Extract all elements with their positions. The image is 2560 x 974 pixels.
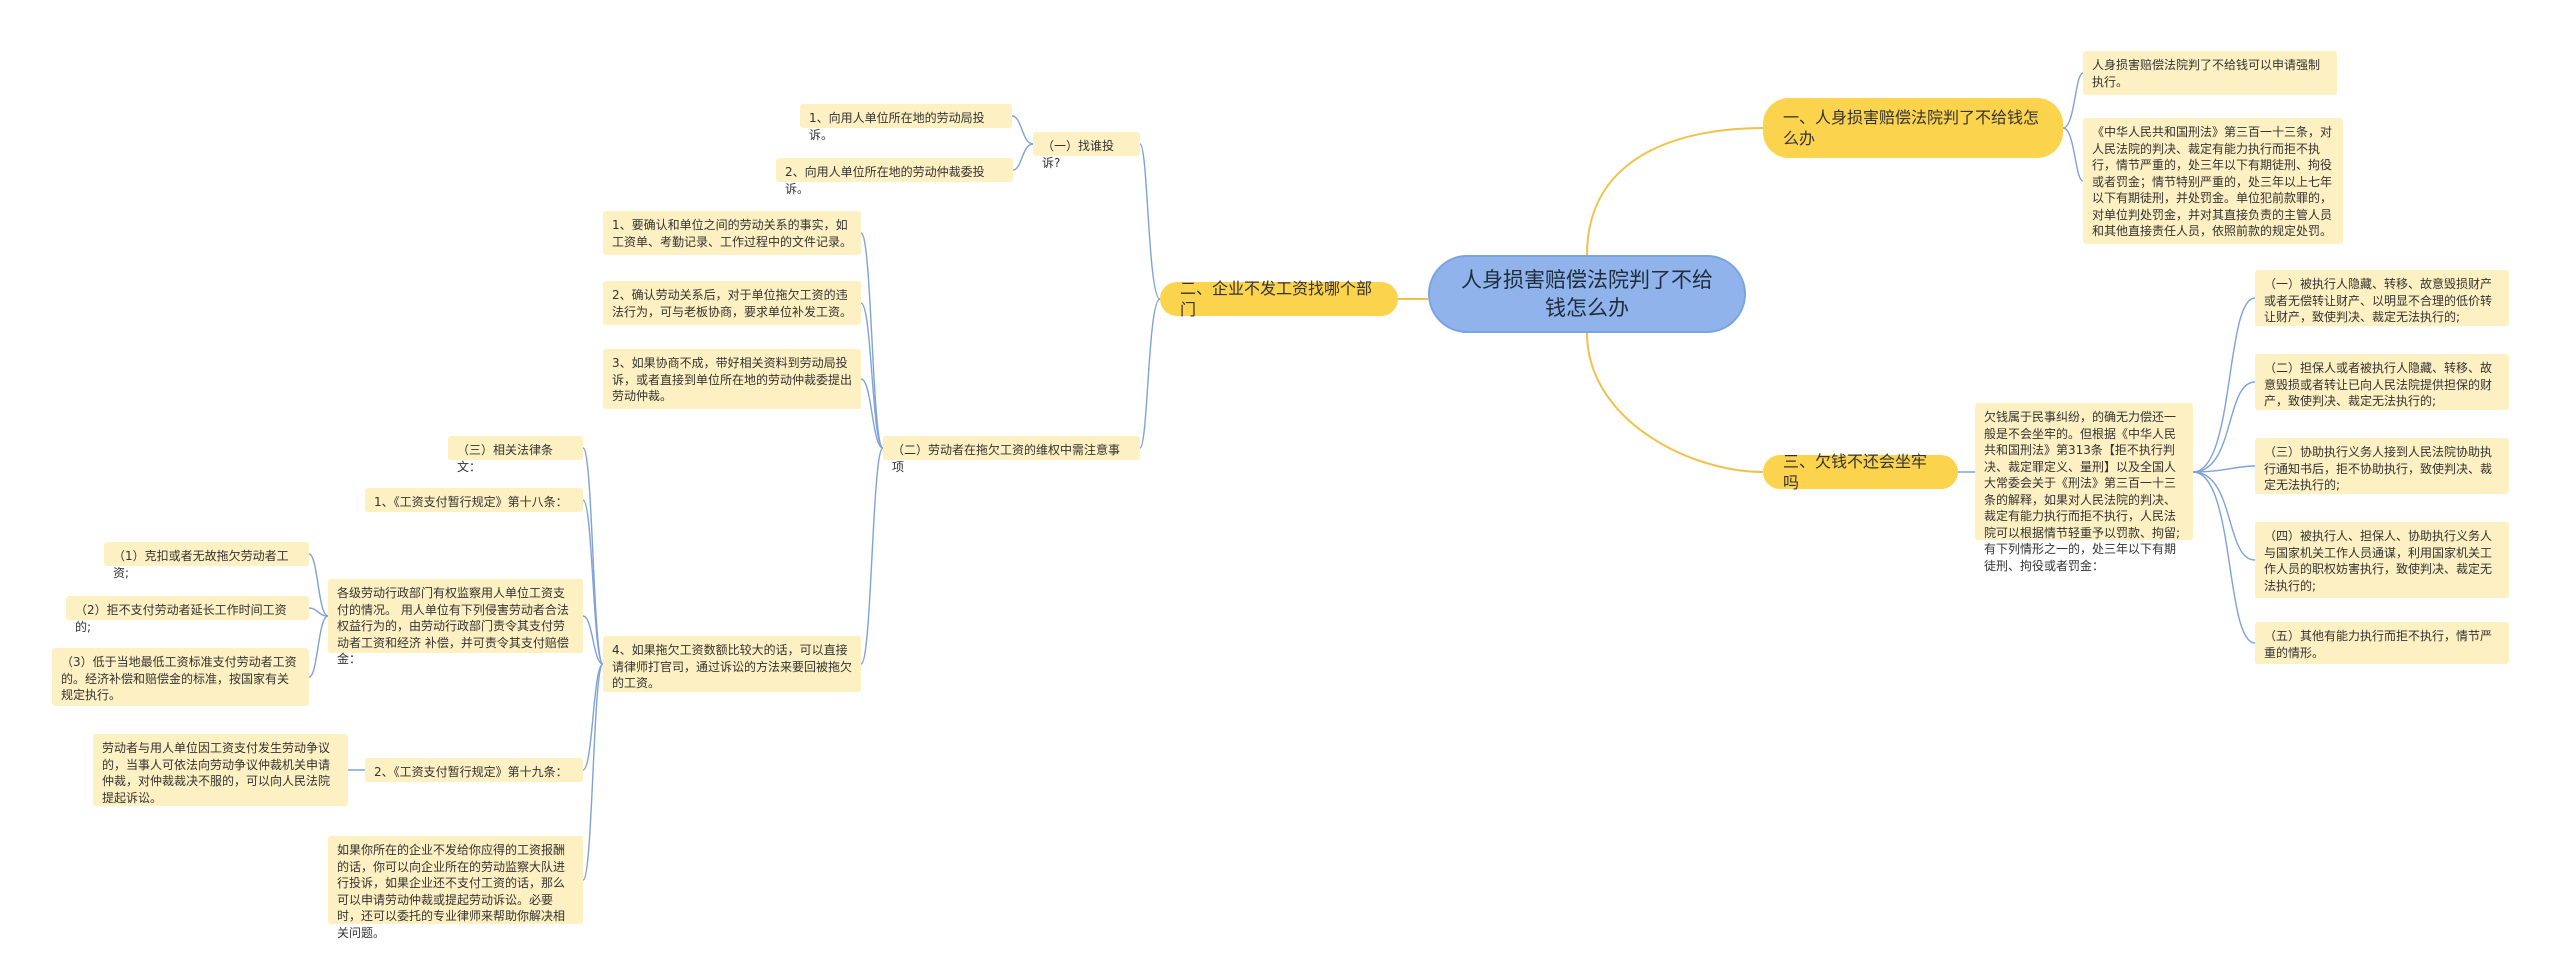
leaf-deduct-wages[interactable]: （1）克扣或者无故拖欠劳动者工资;	[104, 542, 309, 580]
link-c2-2	[860, 302, 884, 449]
leaf-arbitration-committee[interactable]: 2、向用人单位所在地的劳动仲裁委投诉。	[776, 158, 1013, 196]
leaf-debt-explanation[interactable]: 欠钱属于民事纠纷，的确无力偿还一般是不会坐牢的。但根据《中华人民共和国刑法》第3…	[1975, 403, 2193, 573]
branch-unpaid-wages-department[interactable]: 二、企业不发工资找哪个部门	[1160, 279, 1398, 319]
leaf-minimum-wage[interactable]: （3）低于当地最低工资标准支付劳动者工资的。经济补偿和赔偿金的标准，按国家有关规…	[52, 648, 309, 706]
link-d3	[582, 615, 604, 665]
leaf-labor-bureau[interactable]: 1、向用人单位所在地的劳动局投诉。	[800, 104, 1012, 142]
leaf-criminal-law-313[interactable]: 《中华人民共和国刑法》第三百一十三条，对人民法院的判决、裁定有能力执行而拒不执行…	[2083, 118, 2343, 244]
link-d2	[582, 499, 604, 665]
link-s4	[2192, 471, 2256, 561]
link-d3-2	[308, 607, 329, 617]
leaf-situation-3[interactable]: （三）协助执行义务人接到人民法院协助执行通知书后，拒不协助执行，致使判决、裁定无…	[2255, 438, 2509, 494]
branch-debt-jail[interactable]: 三、欠钱不还会坐牢吗	[1763, 452, 1958, 492]
link-d3-1	[308, 553, 329, 617]
link-s3	[2192, 465, 2256, 473]
leaf-article-19-text[interactable]: 劳动者与用人单位因工资支付发生劳动争议的，当事人可依法向劳动争议仲裁机关申请仲裁…	[93, 734, 348, 806]
link-d1	[582, 447, 604, 665]
link-s5	[2192, 471, 2256, 644]
leaf-enforcement-application[interactable]: 人身损害赔偿法院判了不给钱可以申请强制执行。	[2083, 51, 2337, 95]
leaf-situation-5[interactable]: （五）其他有能力执行而拒不执行，情节严重的情形。	[2255, 622, 2509, 664]
link-root-b1	[1586, 127, 1764, 256]
link-c2-1	[860, 232, 884, 449]
leaf-confirm-relationship[interactable]: 1、要确认和单位之间的劳动关系的事实，如工资单、考勤记录、工作过程中的文件记录。	[603, 211, 861, 255]
link-d5	[582, 663, 604, 881]
leaf-hire-lawyer[interactable]: 4、如果拖欠工资数额比较大的话，可以直接请律师打官司，通过诉讼的方法来要回被拖欠…	[603, 636, 861, 692]
leaf-negotiate-boss[interactable]: 2、确认劳动关系后，对于单位拖欠工资的违法行为，可与老板协商，要求单位补发工资。	[603, 281, 861, 325]
link-root-b3	[1586, 332, 1764, 473]
link-c2-4	[860, 447, 884, 665]
leaf-labor-inspection[interactable]: 如果你所在的企业不发给你应得的工资报酬的话，你可以向企业所在的劳动监察大队进行投…	[328, 836, 583, 940]
node-article-19[interactable]: 2、《工资支付暂行规定》第十九条：	[365, 758, 583, 782]
link-b2-c2	[1139, 298, 1161, 449]
link-d3-3	[308, 615, 329, 678]
link-s1	[2192, 297, 2256, 473]
branch-court-unpaid-judgment[interactable]: 一、人身损害赔偿法院判了不给钱怎么办	[1763, 98, 2063, 158]
leaf-file-complaint[interactable]: 3、如果协商不成，带好相关资料到劳动局投诉，或者直接到单位所在地的劳动仲裁委提出…	[603, 349, 861, 409]
leaf-situation-4[interactable]: （四）被执行人、担保人、协助执行义务人与国家机关工作人员通谋，利用国家机关工作人…	[2255, 522, 2509, 598]
node-article-18[interactable]: 1、《工资支付暂行规定》第十八条：	[365, 488, 583, 512]
node-rights-notes[interactable]: （二）劳动者在拖欠工资的维权中需注意事项	[883, 436, 1140, 474]
link-b2-c1	[1139, 143, 1161, 300]
leaf-article-18-text[interactable]: 各级劳动行政部门有权监察用人单位工资支付的情况。 用人单位有下列侵害劳动者合法权…	[328, 579, 583, 666]
link-c1-1	[1011, 115, 1034, 145]
link-d4	[582, 663, 604, 771]
leaf-situation-2[interactable]: （二）担保人或者被执行人隐藏、转移、故意毁损或者转让已向人民法院提供担保的财产，…	[2255, 354, 2509, 410]
leaf-overtime-wages[interactable]: （2）拒不支付劳动者延长工作时间工资的;	[66, 596, 309, 634]
link-b1-l2	[2062, 127, 2084, 182]
link-b1-l1	[2062, 72, 2084, 129]
leaf-situation-1[interactable]: （一）被执行人隐藏、转移、故意毁损财产或者无偿转让财产、以明显不合理的低价转让财…	[2255, 270, 2509, 326]
root-topic[interactable]: 人身损害赔偿法院判了不给钱怎么办	[1428, 255, 1746, 333]
node-who-to-complain[interactable]: （一）找谁投诉?	[1033, 132, 1140, 170]
link-c2-3	[860, 378, 884, 449]
node-related-laws[interactable]: （三）相关法律条文：	[448, 436, 583, 474]
link-c1-2	[1012, 143, 1034, 171]
link-s2	[2192, 381, 2256, 473]
